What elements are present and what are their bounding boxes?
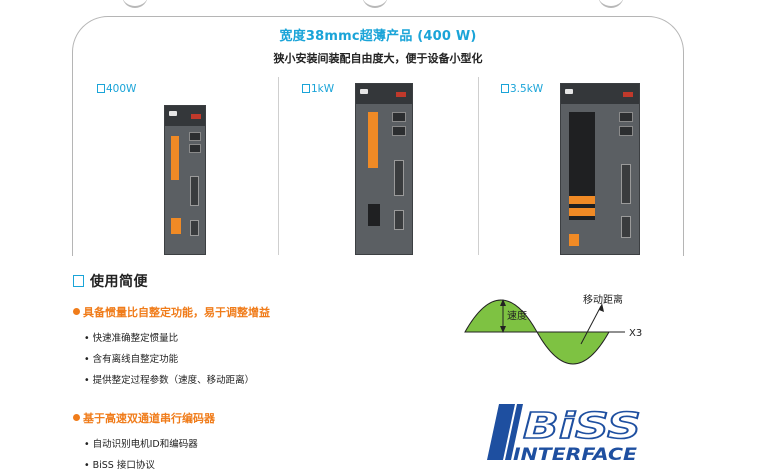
list-item: • 提供整定过程参数（速度、移动距离） (84, 375, 255, 386)
square-icon (97, 84, 105, 93)
speed-label: 速度 (507, 309, 527, 322)
svg-text:INTERFACE: INTERFACE (513, 445, 637, 464)
wave-positive-lobe (464, 299, 538, 333)
panel-subtitle: 狭小安装间装配自由度大，便于设备小型化 (273, 52, 483, 65)
list-item: • BiSS 接口协议 (84, 460, 155, 471)
model-label-400w: 400W (97, 83, 136, 95)
column-divider-2 (478, 77, 479, 255)
bullet-dot-icon (73, 414, 80, 421)
top-arc-left (122, 0, 148, 8)
biss-logo: BiSS INTERFACE (485, 402, 645, 465)
list-item: • 自动识别电机ID和编码器 (84, 439, 198, 450)
autotune-wave-diagram: 速度 移动距离 X3 (464, 293, 642, 365)
section-heading: 使用简便 (73, 271, 148, 291)
bullet-dot-icon (73, 308, 80, 315)
list-item: • 快速准确整定惯量比 (84, 333, 179, 344)
panel-title: 宽度38mmc超薄产品 (400 W) (271, 25, 485, 44)
square-icon (501, 84, 509, 93)
product-panel: 宽度38mmc超薄产品 (400 W) 狭小安装间装配自由度大，便于设备小型化 … (72, 16, 684, 256)
model-label-1kw: 1kW (302, 83, 334, 95)
svg-text:BiSS: BiSS (523, 406, 641, 447)
distance-arrow (580, 305, 602, 345)
drive-image-400w (164, 105, 206, 255)
model-label-3.5kw: 3.5kW (501, 83, 543, 95)
drive-image-3.5kw (560, 83, 640, 255)
feature-title-autotune: 具备惯量比自整定功能，易于调整增益 (73, 304, 270, 320)
list-item: • 含有离线自整定功能 (84, 354, 179, 365)
multiplier-label: X3 (629, 328, 642, 339)
wave-negative-lobe (536, 331, 610, 365)
square-icon (73, 275, 84, 287)
drive-image-1kw (355, 83, 413, 255)
square-icon (302, 84, 310, 93)
top-arc-right (598, 0, 624, 8)
distance-label: 移动距离 (583, 293, 623, 306)
top-arc-mid (362, 0, 388, 8)
column-divider-1 (278, 77, 279, 255)
feature-title-encoder: 基于高速双通道串行编码器 (73, 410, 215, 426)
